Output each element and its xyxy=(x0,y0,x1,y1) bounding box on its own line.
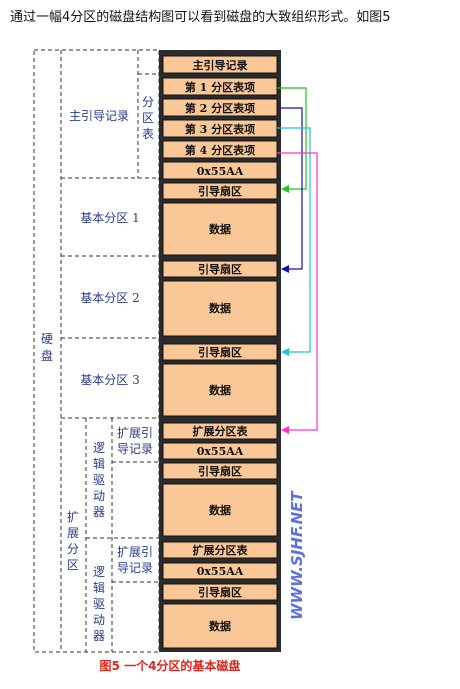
arrow-entry-1 xyxy=(277,87,307,193)
label-ebr2-line-1: 扩展引 xyxy=(117,545,153,559)
cell-data-label: 数据 xyxy=(209,222,231,236)
cell-mbr: 主引导记录 xyxy=(162,55,278,74)
cell-boot-label: 引导扇区 xyxy=(198,184,242,198)
label-pt-line-2: 区 xyxy=(142,111,154,125)
cell-sig-label: 0x55AA xyxy=(197,165,244,178)
cell-mbr-label: 主引导记录 xyxy=(193,58,248,72)
cell-ext-table-label: 扩展分区表 xyxy=(193,543,249,557)
label-ld2-line-4: 动 xyxy=(93,613,105,627)
cell-boot-sector-3: 引导扇区 xyxy=(162,343,278,361)
label-ext-line-4: 区 xyxy=(67,558,79,572)
cell-boot-sector-5: 引导扇区 xyxy=(162,583,278,601)
cell-data-label: 数据 xyxy=(209,619,231,633)
cell-boot-sector-2: 引导扇区 xyxy=(162,260,278,278)
cell-ext-table-2: 扩展分区表 xyxy=(162,541,278,559)
cell-data-label: 数据 xyxy=(209,503,231,517)
label-pt-line-1: 分 xyxy=(142,95,154,109)
figure-caption: 图5 一个4分区的基本磁盘 xyxy=(100,658,241,673)
cell-data-label: 数据 xyxy=(209,301,231,315)
label-pt-line-3: 表 xyxy=(142,127,154,141)
label-ext-line-2: 展 xyxy=(67,526,79,540)
label-disk-line-1: 硬 xyxy=(41,332,53,346)
cell-boot-label: 引导扇区 xyxy=(198,262,242,276)
cell-data-label: 数据 xyxy=(209,383,231,397)
cell-pt1-label: 第 1 分区表项 xyxy=(185,80,255,94)
cell-boot-label: 引导扇区 xyxy=(198,345,242,359)
label-basic-3: 基本分区 3 xyxy=(80,373,139,387)
cell-sig-label: 0x55AA xyxy=(197,445,244,458)
cell-boot-label: 引导扇区 xyxy=(198,464,242,478)
cell-partition-entry-4: 第 4 分区表项 xyxy=(162,140,278,159)
cell-pt3-label: 第 3 分区表项 xyxy=(185,122,255,136)
label-ld2-line-2: 辑 xyxy=(93,581,105,595)
cell-partition-entry-1: 第 1 分区表项 xyxy=(162,77,278,96)
cell-sig-label: 0x55AA xyxy=(197,565,244,578)
cell-signature-ext-2: 0x55AA xyxy=(162,562,278,580)
label-ld2-line-5: 器 xyxy=(93,629,105,643)
cell-ext-table-label: 扩展分区表 xyxy=(193,424,249,438)
label-ld1-line-4: 动 xyxy=(93,489,105,503)
cell-signature-mbr: 0x55AA xyxy=(162,161,278,180)
label-ld2-line-3: 驱 xyxy=(93,597,105,611)
label-ld1-line-2: 辑 xyxy=(93,457,105,471)
cell-pt2-label: 第 2 分区表项 xyxy=(185,101,255,115)
cell-ext-table-1: 扩展分区表 xyxy=(162,422,278,440)
cell-signature-ext-1: 0x55AA xyxy=(162,442,278,460)
arrow-entry-3 xyxy=(277,127,311,356)
intro-text: 通过一幅4分区的磁盘结构图可以看到磁盘的大致组织形式。如图5 xyxy=(10,10,391,25)
cell-data-2: 数据 xyxy=(162,280,278,337)
label-ebr2-line-2: 导记录 xyxy=(117,561,153,575)
cell-pt4-label: 第 4 分区表项 xyxy=(185,143,255,157)
label-ebr1-line-2: 导记录 xyxy=(117,442,153,456)
cell-data-1: 数据 xyxy=(162,202,278,256)
cell-data-4: 数据 xyxy=(162,483,278,537)
label-basic-2: 基本分区 2 xyxy=(80,291,139,305)
arrow-entry-2 xyxy=(277,107,303,273)
label-ld2-line-1: 逻 xyxy=(93,565,105,579)
label-mbr-group: 主引导记录 xyxy=(69,109,129,123)
cell-boot-sector-4: 引导扇区 xyxy=(162,462,278,480)
label-ld1-line-3: 驱 xyxy=(93,473,105,487)
cell-partition-entry-2: 第 2 分区表项 xyxy=(162,98,278,117)
label-ld1-line-5: 器 xyxy=(93,505,105,519)
label-frame xyxy=(33,49,160,653)
label-disk-line-2: 盘 xyxy=(41,348,53,363)
label-ebr1-line-1: 扩展引 xyxy=(117,426,153,440)
cell-boot-sector-1: 引导扇区 xyxy=(162,182,278,200)
label-ext-line-1: 扩 xyxy=(67,510,79,524)
cell-partition-entry-3: 第 3 分区表项 xyxy=(162,119,278,138)
label-basic-1: 基本分区 1 xyxy=(80,211,139,225)
cell-data-5: 数据 xyxy=(162,603,278,649)
watermark: WWW.SJHF.NET xyxy=(288,490,306,620)
cell-boot-label: 引导扇区 xyxy=(198,585,242,599)
label-ld1-line-1: 逻 xyxy=(93,441,105,455)
arrow-entry-4 xyxy=(277,152,318,434)
cell-data-3: 数据 xyxy=(162,363,278,417)
label-ext-line-3: 分 xyxy=(67,542,79,556)
